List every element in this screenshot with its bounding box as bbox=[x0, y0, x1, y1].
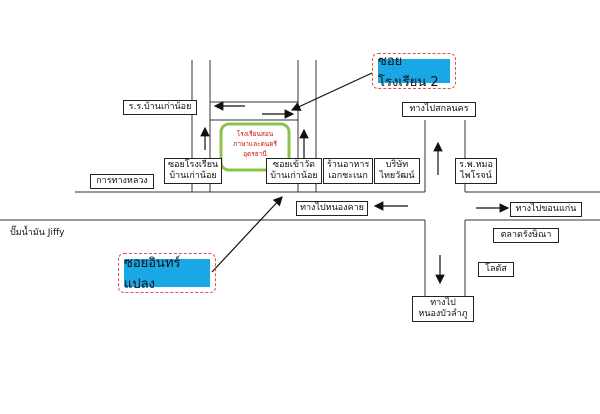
label-highways: การทางหลวง bbox=[90, 174, 154, 189]
label-to-nongkhai: ทางไปหนองคาย bbox=[296, 201, 368, 216]
callout-school-soi: ซอยโรงเรียน 2 bbox=[372, 53, 456, 90]
label-to-khonkaen: ทางไปขอนแก่น bbox=[510, 202, 582, 217]
school-sign-line: ภาษาและดนตรี bbox=[233, 140, 277, 148]
label-lotus: โลตัส bbox=[478, 262, 514, 277]
label-soi-khao-wat: ซอยเข้าวัด บ้านเก่าน้อย bbox=[266, 158, 322, 184]
label-restaurant: ร้านอาหาร เอกชะเนก bbox=[323, 158, 373, 184]
label-gas-station: ปั๊มน้ำมัน Jiffy bbox=[10, 228, 65, 238]
label-line: บ้านเก่าน้อย bbox=[169, 171, 217, 181]
label-hospital: ร.พ.หมอ ไพโรจน์ bbox=[455, 158, 497, 184]
pointer-line bbox=[211, 196, 283, 273]
pointer-line bbox=[290, 72, 373, 111]
school-sign-line: โรงเรียนสอน bbox=[236, 130, 274, 138]
label-line: หนองบัวลำภู bbox=[418, 309, 468, 319]
callout-label: ซอยอินทร์แปลง bbox=[124, 256, 210, 292]
label-line: ซอยเข้าวัด bbox=[273, 160, 315, 170]
label-line: ไพโรจน์ bbox=[460, 171, 492, 181]
label-line: ร้านอาหาร bbox=[327, 160, 370, 170]
school-block bbox=[219, 122, 291, 172]
label-line: บ้านเก่าน้อย bbox=[270, 171, 318, 181]
school-sign-line: อุดรธานี bbox=[243, 150, 267, 158]
label-to-nongbua: ทางไป หนองบัวลำภู bbox=[412, 296, 474, 322]
label-line: ไทยวัฒน์ bbox=[379, 171, 415, 181]
label-to-sakon: ทางไปสกลนคร bbox=[402, 102, 476, 117]
callout-label: ซอยโรงเรียน 2 bbox=[378, 54, 450, 90]
label-line: ร.พ.หมอ bbox=[459, 160, 493, 170]
label-company: บริษัท ไทยวัฒน์ bbox=[374, 158, 420, 184]
callout-soi-inthraplong: ซอยอินทร์แปลง bbox=[118, 253, 216, 293]
label-soi-rongrian: ซอยโรงเรียน บ้านเก่าน้อย bbox=[164, 158, 222, 184]
label-line: ซอยโรงเรียน bbox=[168, 160, 219, 170]
label-market: ตลาดรังษิณา bbox=[493, 228, 559, 243]
label-school: ร.ร.บ้านเก่าน้อย bbox=[123, 100, 197, 115]
label-line: เอกชะเนก bbox=[328, 171, 368, 181]
label-line: ทางไป bbox=[430, 298, 456, 308]
school-sign: โรงเรียนสอน ภาษาและดนตรี อุดรธานี bbox=[222, 129, 288, 159]
label-line: บริษัท bbox=[385, 160, 409, 170]
